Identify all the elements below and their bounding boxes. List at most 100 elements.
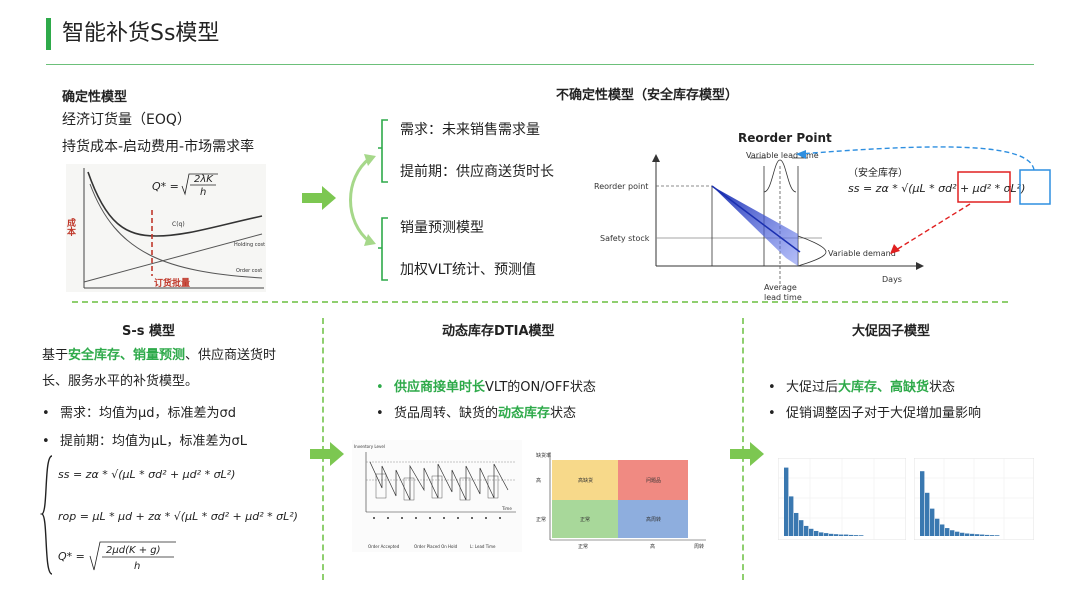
eoq-total-cost-curve — [87, 171, 263, 237]
promo-bullet-2-text: 促销调整因子对于大促增加量影响 — [786, 406, 982, 421]
promo-bullet-2: •促销调整因子对于大促增加量影响 — [768, 406, 982, 421]
formula-note: （安全库存） — [848, 166, 908, 179]
eoq-holding-label: Holding cost — [234, 242, 265, 248]
eoq-y-label: 成本 — [66, 217, 76, 237]
ss-model-intro-line2: 长、服务水平的补货模型。 — [42, 374, 199, 389]
ss-formula: ss = zα * √(μL * σd² + μd² * σL²) — [848, 182, 1025, 195]
hist-bar — [839, 534, 844, 536]
variable-lead-time-label: Variable lead time — [746, 151, 819, 160]
section-divider-horizontal — [72, 301, 1008, 303]
inventory-level-chart: Inventory Level Time Order Accepted Orde… — [352, 440, 522, 552]
dtia-bullet-2-post: 状态 — [550, 406, 577, 421]
brace-top-item-2: 提前期：供应商送货时长 — [400, 164, 554, 180]
ss-intro-highlight: 安全库存、销量预测 — [68, 348, 186, 363]
quad-label-br: 高周转 — [646, 516, 661, 523]
eoq-holding-line — [83, 233, 263, 283]
eoq-formula-root — [181, 173, 218, 196]
hist-bar — [799, 520, 804, 536]
hist-bar — [970, 533, 975, 536]
quad-x-high: 高 — [650, 543, 655, 550]
hist-bar — [995, 535, 1000, 536]
demand-line — [711, 185, 801, 253]
hist-bar — [950, 530, 955, 536]
curved-double-arrow-icon — [349, 154, 376, 246]
safety-stock-label: Safety stock — [600, 234, 650, 243]
quad-x-axis: 周转 — [694, 543, 704, 550]
dtia-heading: 动态库存DTIA模型 — [442, 324, 555, 339]
ss-bullet-1-text: 需求：均值为μd，标准差为σd — [60, 406, 237, 421]
hist-bar — [859, 535, 864, 536]
formula-3-num: 2μd(K + g) — [106, 545, 161, 556]
promo-bullet-1-pre: 大促过后 — [786, 380, 839, 395]
hist-bar — [940, 524, 945, 536]
eoq-formula-num: 2λK — [194, 174, 214, 185]
quad-top-left — [552, 460, 618, 500]
ss-bullet-2-text: 提前期：均值为μL，标准差为σL — [60, 434, 247, 449]
highlight-blue-box — [1019, 169, 1051, 205]
reorder-point-chart: Reorder Point Variable lead time Reorder… — [594, 131, 1051, 302]
hist-bar — [844, 534, 849, 536]
hist-bar — [945, 528, 950, 536]
hist-bar — [834, 534, 839, 536]
deterministic-line1: 经济订货量（EOQ） — [62, 112, 191, 128]
page-title: 智能补货Ss模型 — [62, 21, 220, 46]
formula-3-lhs: Q* = — [58, 550, 85, 563]
quad-bottom-left — [552, 500, 618, 538]
demand-distribution — [797, 235, 827, 267]
hist-bar — [824, 533, 829, 536]
brace-bottom-item-1: 销量预测模型 — [400, 220, 484, 236]
brace-top-icon — [378, 119, 388, 183]
hist-bar — [794, 512, 799, 536]
uncertain-heading: 不确定性模型（安全库存模型） — [556, 88, 739, 103]
quad-top-right — [618, 460, 688, 500]
quad-x-normal: 正常 — [578, 543, 588, 550]
quad-y-axis: 缺货率 — [536, 452, 551, 459]
hist-bar — [789, 496, 794, 536]
ss-model-intro: 基于安全库存、销量预测、供应商送货时 — [42, 346, 276, 366]
inv-x-label: Time — [501, 506, 512, 511]
inv-legend-1: Order Accepted — [368, 544, 400, 549]
ss-intro-post: 、供应商送货时 — [185, 348, 277, 363]
brace-bottom-item-2: 加权VLT统计、预测值 — [400, 262, 537, 278]
eoq-x-label: 订货批量 — [154, 277, 190, 289]
hist-bar — [849, 534, 854, 536]
deterministic-line2: 持货成本-启动费用-市场需求率 — [62, 139, 255, 155]
arrow-right-icon — [302, 186, 336, 210]
promo-bullet-1-highlight: 大库存、高缺货 — [838, 380, 930, 395]
hist2-bars — [920, 471, 1000, 536]
hist-bar — [804, 525, 809, 536]
hist-bar — [985, 534, 990, 536]
ss-bullet-2: •提前期：均值为μL，标准差为σL — [42, 434, 247, 449]
hist-bar — [819, 532, 824, 536]
quad-label-tr: 问题品 — [646, 477, 661, 484]
dtia-bullet-2: •货品周转、缺货的动态库存状态 — [376, 406, 577, 421]
hist-bar — [925, 492, 930, 536]
title-accent-bar — [46, 18, 51, 50]
inv-y-label: Inventory Level — [354, 444, 385, 449]
formula-3-root — [89, 541, 176, 571]
dtia-bullet-1-text: VLT的ON/OFF状态 — [485, 380, 596, 395]
hist-bar — [854, 535, 859, 536]
eoq-chart: Q* = 2λK h 成本 订货批量 C(q) Holding cost Ord… — [66, 164, 266, 292]
highlight-red-box — [957, 171, 1011, 203]
reorder-point-label: Reorder point — [594, 182, 648, 191]
red-link-arrow — [895, 203, 971, 251]
avg-lead-time-label-2: lead time — [764, 293, 802, 302]
title-divider — [46, 64, 1034, 65]
blue-link-arrow — [799, 146, 1035, 171]
hist-bar — [920, 471, 925, 536]
avg-lead-time-label-1: Average — [764, 283, 797, 292]
dtia-bullet-2-pre: 货品周转、缺货的 — [394, 406, 499, 421]
ss-model-heading: S-s 模型 — [122, 324, 176, 339]
arrow-right-icon-2 — [310, 442, 344, 466]
promo-bullet-1-post: 状态 — [929, 380, 956, 395]
hist-bar — [990, 535, 995, 536]
inv-legend-2: Order Placed On Hold — [414, 544, 458, 549]
dtia-quadrant-chart: 缺货率 高 正常 正常 高 周转 高缺货 问题品 正常 高周转 — [534, 448, 710, 550]
formula-2: rop = μL * μd + zα * √(μL * σd² + μd² * … — [58, 510, 298, 523]
eoq-chart-bg — [66, 164, 266, 292]
hist-bar — [960, 532, 965, 536]
promo-histogram-2 — [914, 458, 1034, 540]
hist-bar — [975, 534, 980, 536]
formula-brace — [40, 455, 53, 575]
